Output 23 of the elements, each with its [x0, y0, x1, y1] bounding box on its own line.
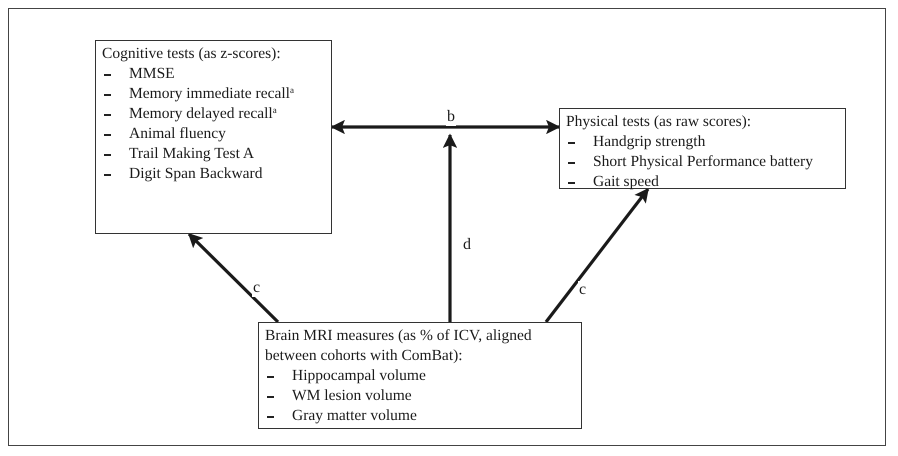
- list-item: MMSE: [129, 64, 175, 84]
- arrow: [544, 188, 650, 323]
- box-heading: Cognitive tests (as z-scores):: [102, 44, 282, 64]
- list-item: Digit Span Backward: [129, 164, 262, 184]
- text-box: [258, 322, 582, 429]
- list-item: Animal fluency: [129, 124, 226, 144]
- arrow: [442, 134, 458, 322]
- list-item: Handgrip strength: [593, 132, 706, 152]
- list-item: Short Physical Performance battery: [593, 152, 813, 172]
- box-heading: Brain MRI measures (as % of ICV, aligned between cohorts with ComBat):: [265, 326, 533, 366]
- text-box: [95, 40, 332, 234]
- list-item: WM lesion volume: [292, 386, 412, 406]
- list-item: Gray matter volume: [292, 406, 417, 426]
- arrow: [330, 120, 560, 134]
- list-item: Hippocampal volume: [292, 366, 426, 386]
- list-item: Gait speed: [593, 172, 659, 192]
- list-item: Memory delayed recall$^{a}$: [129, 104, 277, 124]
- arrow: [188, 232, 280, 324]
- box-heading: Physical tests (as raw scores):: [566, 112, 752, 132]
- text-box: [559, 108, 846, 189]
- edge-label: b: [446, 108, 456, 126]
- list-item: Trail Making Test A: [129, 144, 254, 164]
- list-item: Memory immediate recall$^{a}$: [129, 84, 294, 104]
